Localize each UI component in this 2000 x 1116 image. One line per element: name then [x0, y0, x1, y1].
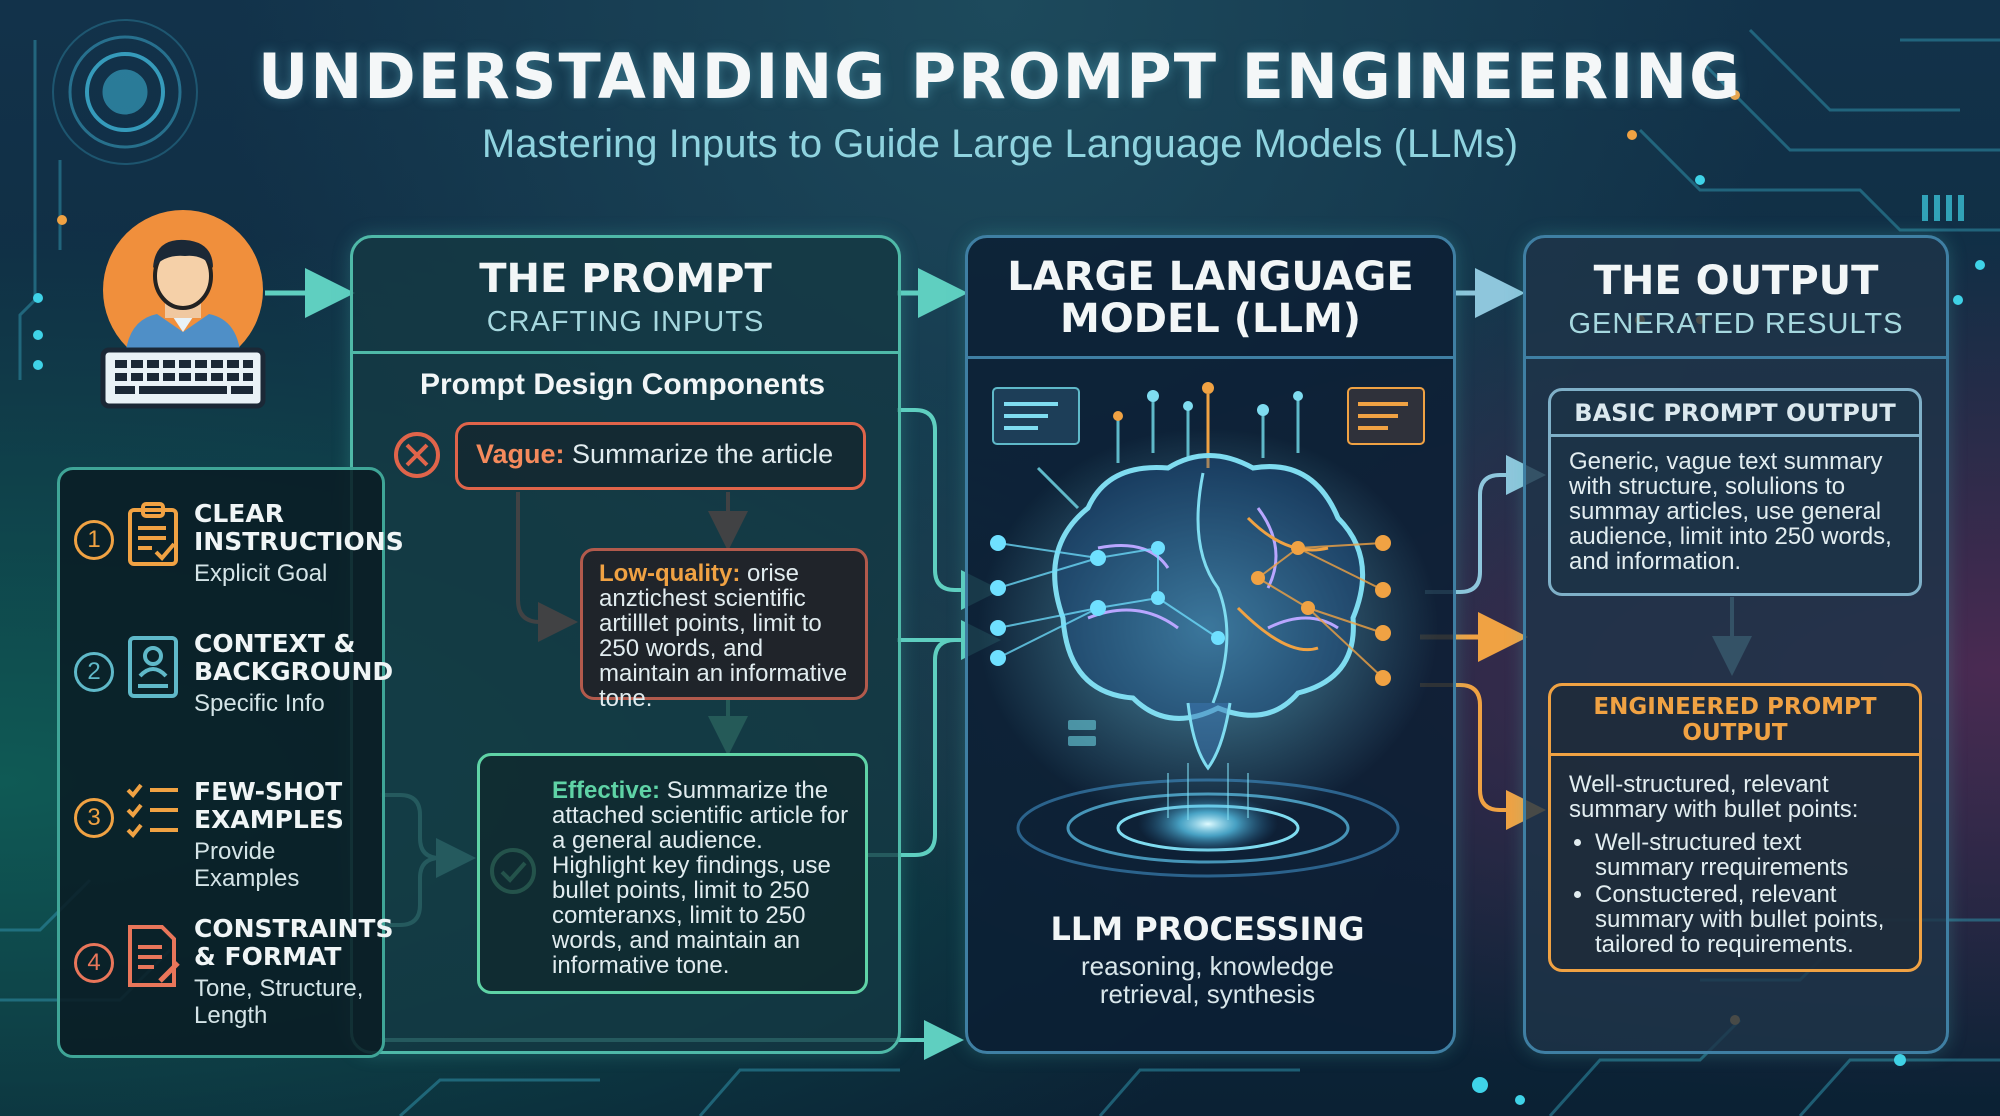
arrow-prompt-to-brain-1 [897, 408, 1001, 610]
lowquality-text: orise anztichest scientific artilllet po… [599, 560, 848, 712]
component-context-background: 2 CONTEXT &BACKGROUND Specific Info [74, 630, 393, 740]
document-pen-icon [128, 925, 180, 987]
llm-processing-title: LLM PROCESSING [1050, 910, 1365, 948]
arrow-brain-to-basic [1425, 455, 1546, 594]
component-number: 3 [74, 798, 114, 838]
basic-output-box: BASIC PROMPT OUTPUT Generic, vague text … [1548, 388, 1922, 596]
keyboard-icon [100, 347, 266, 409]
list-item: Well-structured text summary rrequiremen… [1595, 830, 1901, 880]
user-avatar-icon [100, 210, 266, 409]
engineered-output-body: Well-structured, relevant summary with b… [1551, 756, 1919, 971]
effective-lead: Effective: [552, 777, 661, 804]
brain-network-illustration [978, 382, 1438, 878]
effective-text: Summarize the attached scientific articl… [552, 777, 849, 979]
component-constraints-format: 4 CONSTRAINTS& FORMAT Tone, Structure,Le… [74, 915, 393, 1045]
monitor-icon [1347, 387, 1425, 445]
engineered-output-intro: Well-structured, relevant summary with b… [1569, 771, 1859, 823]
output-panel-header: THE OUTPUT GENERATED RESULTS [1526, 238, 1946, 359]
lowquality-lead: Low-quality: [599, 560, 741, 587]
monitor-icon [992, 387, 1080, 445]
prompt-panel-subtitle: CRAFTING INPUTS [486, 306, 765, 338]
list-item: Constuctered, relevant summary with bull… [1595, 882, 1901, 957]
component-desc: Provide Examples [194, 838, 300, 892]
engineered-output-head: ENGINEERED PROMPT OUTPUT [1551, 686, 1919, 756]
basic-output-text: Generic, vague text summary with structu… [1569, 448, 1892, 575]
vague-lead: Vague: [476, 439, 565, 469]
output-panel-title: THE OUTPUT [1593, 258, 1879, 304]
low-quality-prompt-box: Low-quality: orise anztichest scientific… [580, 548, 868, 711]
engineered-output-box: ENGINEERED PROMPT OUTPUT Well-structured… [1548, 683, 1922, 972]
prompt-panel-header: THE PROMPT CRAFTING INPUTS [353, 238, 898, 354]
engineered-output-bullets: Well-structured text summary rrequiremen… [1569, 830, 1901, 957]
component-title: CONTEXT &BACKGROUND [194, 629, 394, 686]
target-decoration [52, 19, 198, 165]
output-panel-subtitle: GENERATED RESULTS [1568, 308, 1904, 340]
component-number: 2 [74, 652, 114, 692]
component-desc: Specific Info [194, 690, 325, 717]
close-circle-icon [394, 432, 440, 478]
clipboard-icon [128, 502, 178, 566]
component-title: CONSTRAINTS& FORMAT [194, 914, 394, 971]
arrow-brain-to-engineered [1420, 683, 1546, 830]
basic-output-head: BASIC PROMPT OUTPUT [1551, 391, 1919, 437]
page-title: UNDERSTANDING PROMPT ENGINEERING [258, 40, 1742, 113]
profile-document-icon [128, 636, 178, 698]
component-number: 1 [74, 520, 114, 560]
prompt-panel-title: THE PROMPT [479, 256, 772, 302]
component-desc: Explicit Goal [194, 560, 328, 587]
checklist-icon [126, 783, 178, 838]
component-number: 4 [74, 943, 114, 983]
vague-text: Summarize the article [572, 439, 834, 469]
prompt-design-label: Prompt Design Components [419, 368, 825, 401]
page-subtitle: Mastering Inputs to Guide Large Language… [481, 122, 1519, 166]
component-desc: Tone, Structure,Length [194, 975, 364, 1029]
effective-prompt-box: Effective: Summarize the attached scient… [477, 753, 868, 994]
vague-prompt-box: Vague: Summarize the article [455, 422, 866, 490]
